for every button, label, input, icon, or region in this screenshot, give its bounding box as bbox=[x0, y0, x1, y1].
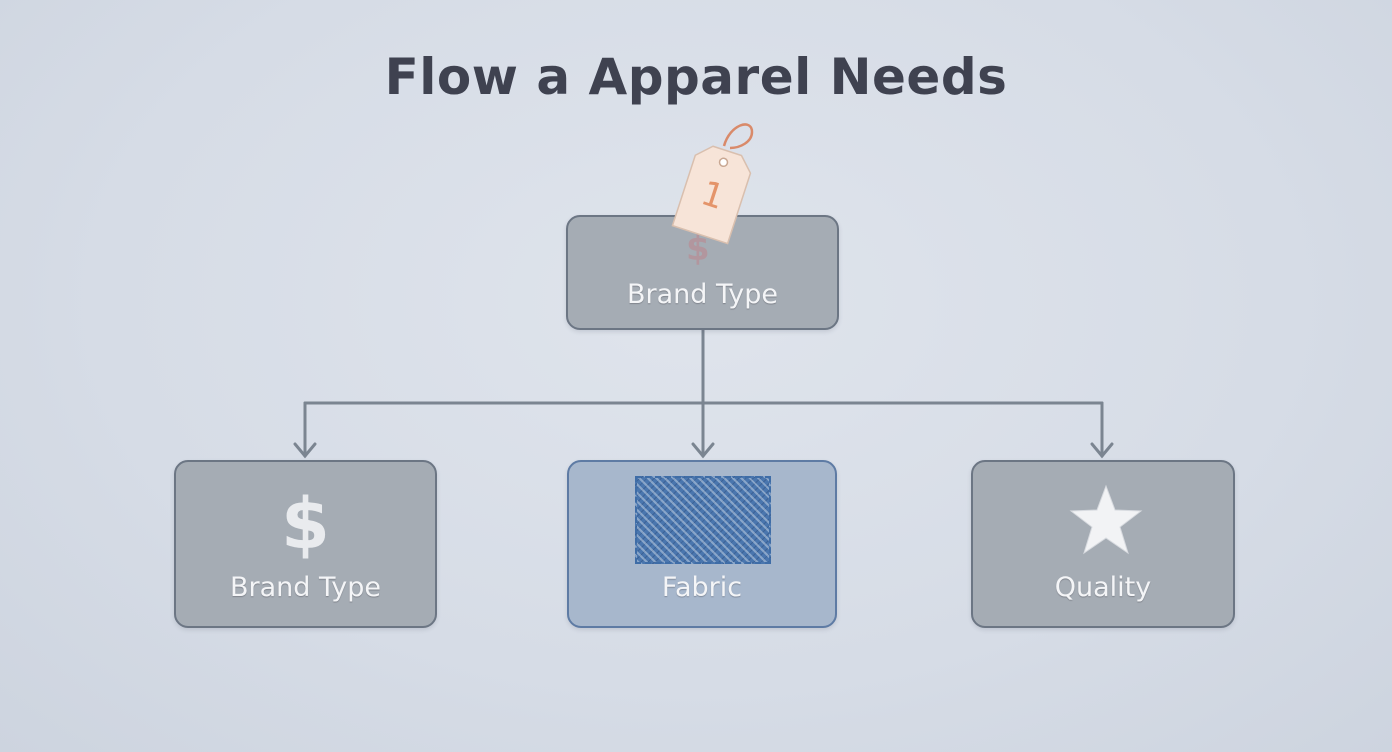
dollar-icon: $ bbox=[281, 483, 330, 565]
arrowhead-right bbox=[1090, 442, 1114, 459]
star-icon bbox=[1069, 484, 1143, 555]
price-tag-icon: 1 bbox=[671, 123, 754, 245]
node-brand-type: $ Brand Type bbox=[174, 460, 437, 628]
arrowhead-left bbox=[293, 442, 317, 459]
node-fabric: Fabric bbox=[567, 460, 837, 628]
node-label: Brand Type bbox=[626, 279, 779, 310]
fabric-swatch-icon bbox=[635, 476, 771, 564]
arrowhead-mid bbox=[691, 442, 715, 459]
node-label: Quality bbox=[1054, 572, 1152, 603]
node-quality: Quality bbox=[971, 460, 1235, 628]
diagram-title: Flow a Apparel Needs bbox=[384, 48, 1008, 106]
node-label: Brand Type bbox=[229, 572, 382, 603]
dollar-icon: $ bbox=[686, 229, 710, 269]
node-label: Fabric bbox=[661, 572, 743, 603]
